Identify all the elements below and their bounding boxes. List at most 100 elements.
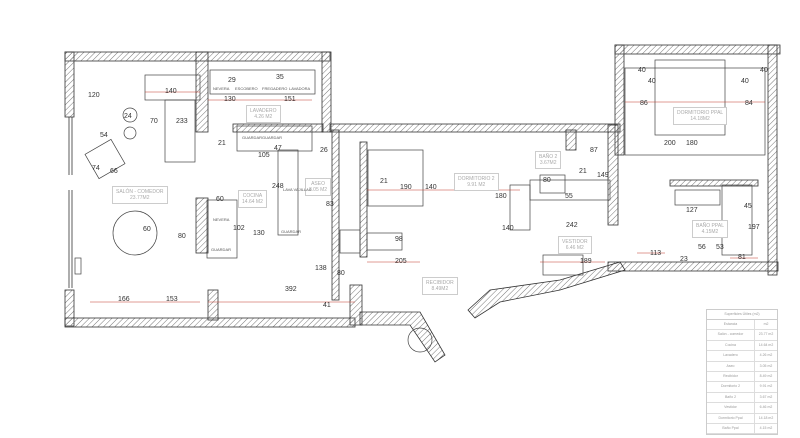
dimension-label: 24 xyxy=(124,113,132,120)
area-table-room: Recibidor xyxy=(707,371,755,382)
dimension-label: 54 xyxy=(100,132,108,139)
area-table-title: Superficies Útiles (m2) xyxy=(707,310,777,320)
dimension-label: 138 xyxy=(315,265,327,272)
area-table-room: Baño 2 xyxy=(707,392,755,403)
dimension-label: 205 xyxy=(395,258,407,265)
area-table: Superficies Útiles (m2) Estancia m2 Salón… xyxy=(706,309,778,436)
label-lava-vajillas: LAVA VAJILLAS xyxy=(283,187,312,192)
dimension-label: 105 xyxy=(258,152,270,159)
label-guardar: GUARDAR xyxy=(262,135,283,140)
area-table-value: 23.77 m2 xyxy=(758,332,774,337)
area-table-room: Cocina xyxy=(707,340,755,351)
area-table-value: 3.67 m2 xyxy=(759,394,773,399)
dimension-label: 21 xyxy=(218,140,226,147)
dimension-label: 180 xyxy=(495,193,507,200)
area-table-row: Aseo 3.05 m2 xyxy=(707,361,777,372)
dimension-label: 80 xyxy=(178,233,186,240)
area-table-row: Recibidor 8.49 m2 xyxy=(707,371,777,383)
label-guardar: GUARDAR xyxy=(242,135,263,140)
dimension-label: 60 xyxy=(143,226,151,233)
area-table-row: Baño 2 3.67 m2 xyxy=(707,392,777,404)
area-table-header-area: m2 xyxy=(763,322,769,326)
area-table-value: 3.05 m2 xyxy=(759,363,773,368)
dimension-label: 130 xyxy=(224,96,236,103)
label-guardar: GUARDAR xyxy=(281,229,302,234)
area-table-header-room: Estancia xyxy=(707,320,755,330)
walls xyxy=(64,44,781,363)
dimension-label: 80 xyxy=(543,177,551,184)
dimension-label: 189 xyxy=(580,258,592,265)
dimension-label: 180 xyxy=(686,140,698,147)
dimension-label: 21 xyxy=(579,168,587,175)
dimension-label: 140 xyxy=(165,88,177,95)
dimension-label: 55 xyxy=(565,193,573,200)
dimension-label: 392 xyxy=(285,286,297,293)
dimension-label: 40 xyxy=(648,78,656,85)
dimension-label: 113 xyxy=(650,250,662,257)
area-table-room: Dormitorio Ppal xyxy=(707,413,755,423)
label-fregadero: FREGADERO xyxy=(262,86,288,91)
dimension-label: 45 xyxy=(744,203,752,210)
dimension-label: 248 xyxy=(272,183,284,190)
dimension-label: 29 xyxy=(228,77,236,84)
dimension-label: 41 xyxy=(323,302,331,309)
dimension-label: 200 xyxy=(664,140,676,147)
area-table-value: 8.49 m2 xyxy=(759,373,773,378)
label-lavadora: LAVADORA xyxy=(289,86,311,91)
dimension-label: 151 xyxy=(284,96,296,103)
area-table-value: 6.46 m2 xyxy=(759,405,773,410)
dimension-label: 190 xyxy=(400,184,412,191)
area-table-room: Aseo xyxy=(707,361,755,371)
dimension-label: 66 xyxy=(110,168,118,175)
dimension-label: 153 xyxy=(166,296,178,303)
dimension-label: 98 xyxy=(395,236,403,243)
area-table-room: Dormitorio 2 xyxy=(707,382,755,392)
dimension-label: 40 xyxy=(741,78,749,85)
dimension-label: 21 xyxy=(380,178,388,185)
dimension-label: 140 xyxy=(502,225,514,232)
dimension-label: 56 xyxy=(698,244,706,251)
dimension-label: 140 xyxy=(425,184,437,191)
dimension-label: 120 xyxy=(88,92,100,99)
dimension-label: 81 xyxy=(738,254,746,261)
area-table-room: Vestidor xyxy=(707,403,755,413)
dimension-label: 86 xyxy=(640,100,648,107)
dimension-label: 60 xyxy=(216,196,224,203)
area-table-value: 14.18 m2 xyxy=(758,415,774,420)
dimension-label: 23 xyxy=(680,256,688,263)
dimension-label: 166 xyxy=(118,296,130,303)
dimension-label: 26 xyxy=(320,147,328,154)
area-table-room: Lavadero xyxy=(707,351,755,361)
dimension-label: 83 xyxy=(326,201,334,208)
furniture xyxy=(74,59,766,353)
dimension-label: 35 xyxy=(276,74,284,81)
dimension-label: 80 xyxy=(337,270,345,277)
dimension-label: 87 xyxy=(590,147,598,154)
area-table-value: 14.64 m2 xyxy=(758,342,774,347)
area-table-value: 4.15 m2 xyxy=(759,425,773,430)
dimension-label: 47 xyxy=(274,145,282,152)
windows xyxy=(68,117,73,288)
dimension-label: 233 xyxy=(176,118,188,125)
label-nevera: NEVERA xyxy=(213,217,230,222)
dimension-label: 242 xyxy=(566,222,578,229)
dimension-label: 130 xyxy=(253,230,265,237)
area-table-room: Salón - comedor xyxy=(707,330,755,340)
dimension-label: 84 xyxy=(745,100,753,107)
dimension-label: 149 xyxy=(597,172,609,179)
